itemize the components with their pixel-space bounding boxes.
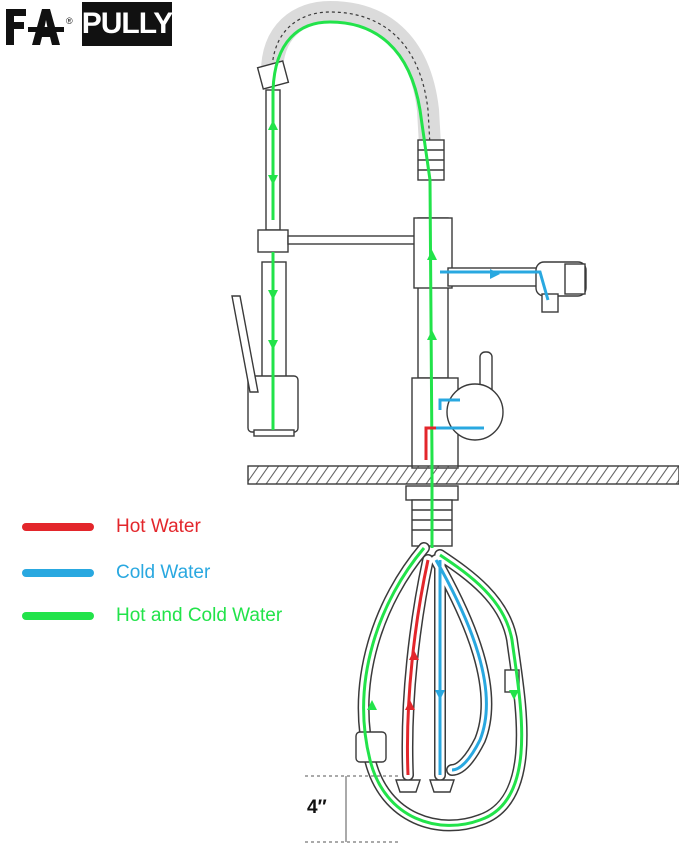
spring-coil — [260, 0, 443, 181]
side-spout-outlet — [541, 293, 559, 313]
legend-item-hot: Hot Water — [22, 515, 201, 539]
mixer-cartridge — [446, 383, 504, 441]
spray-lever — [231, 295, 259, 393]
holder-arm — [287, 235, 421, 245]
legend-swatch-cold — [22, 569, 94, 577]
holder-clip — [257, 229, 289, 253]
clearance-dimension-label: 4″ — [307, 797, 327, 818]
legend-item-cold: Cold Water — [22, 561, 210, 585]
shutoff-valves — [355, 669, 520, 793]
faucet-outline — [231, 0, 587, 469]
hot-water-flow — [405, 426, 438, 776]
brand-badge: PULLY — [81, 2, 174, 46]
legend-label-hot: Hot Water — [116, 516, 201, 537]
flow-arrows — [268, 120, 519, 710]
legend-swatch-hot — [22, 523, 94, 531]
spray-head-nozzle — [253, 429, 295, 437]
brand-logo-icon — [6, 9, 64, 45]
countertop — [247, 465, 679, 485]
check-valve — [355, 731, 387, 763]
registered-mark: ® — [66, 16, 73, 26]
legend-label-cold: Cold Water — [116, 562, 211, 583]
legend-item-mixed: Hot and Cold Water — [22, 604, 282, 628]
legend-label-mixed: Hot and Cold Water — [116, 605, 283, 626]
mixed-water-flow — [271, 20, 524, 827]
brand-name: PULLY — [81, 7, 174, 40]
cold-water-flow — [434, 270, 550, 775]
dimension-lines — [305, 775, 400, 843]
legend-swatch-mixed — [22, 612, 94, 620]
